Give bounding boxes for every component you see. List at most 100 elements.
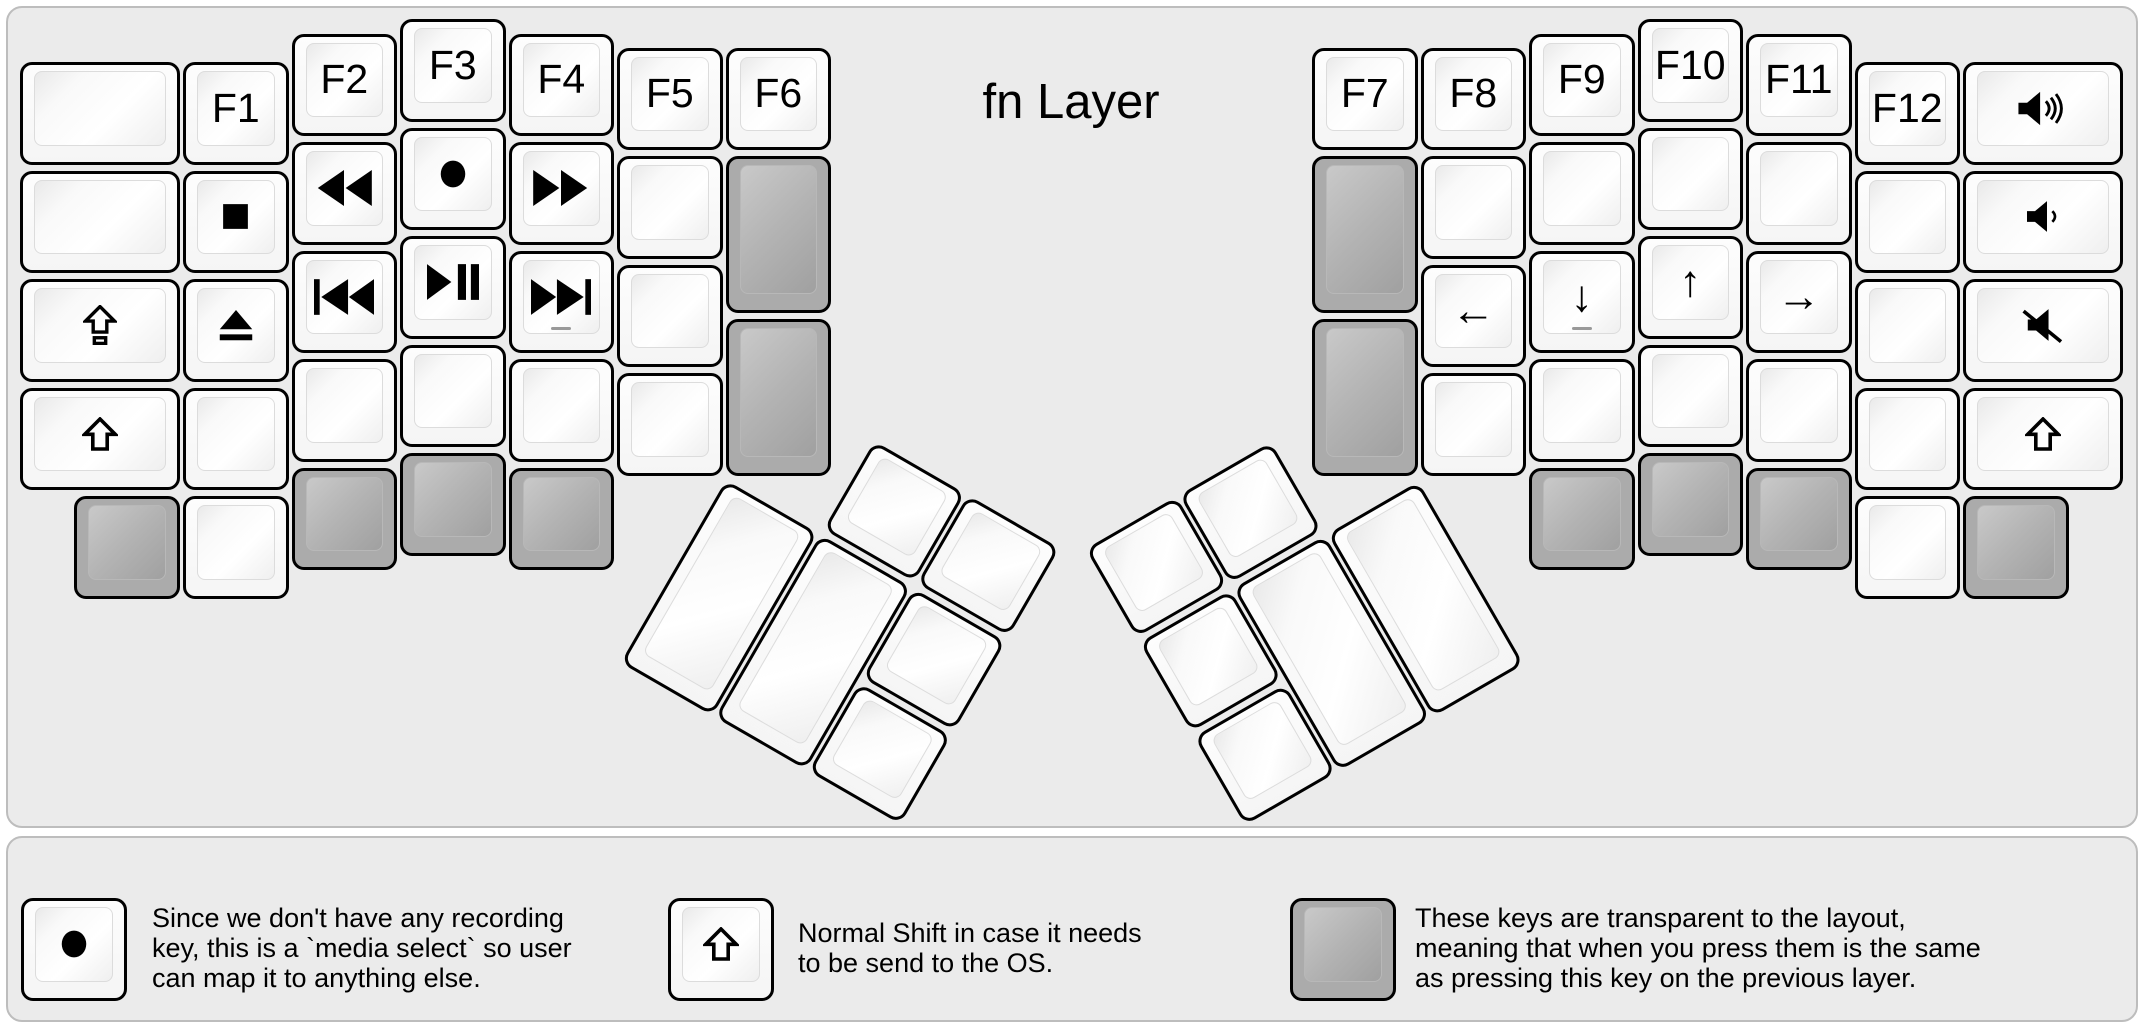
keycap-top: ↓ bbox=[1543, 259, 1621, 334]
voldown-icon bbox=[2019, 200, 2067, 233]
key-blank[interactable] bbox=[291, 359, 397, 462]
key-blank[interactable] bbox=[1637, 344, 1743, 447]
key-record[interactable] bbox=[400, 127, 506, 230]
key-f6[interactable]: F6 bbox=[725, 47, 831, 150]
keycap-top bbox=[1977, 288, 2109, 363]
ff-icon bbox=[533, 170, 589, 207]
keycap-top bbox=[1977, 179, 2109, 254]
key-blank[interactable] bbox=[508, 359, 614, 462]
key-blank[interactable] bbox=[617, 264, 723, 367]
key-blank[interactable] bbox=[1854, 496, 1960, 599]
key-label: F10 bbox=[1654, 41, 1726, 88]
key-blank[interactable] bbox=[1854, 279, 1960, 382]
key-blank[interactable] bbox=[20, 170, 180, 273]
keycap-top: → bbox=[1760, 259, 1838, 334]
key-next[interactable] bbox=[508, 250, 614, 353]
key-prev[interactable] bbox=[291, 250, 397, 353]
key-blank[interactable] bbox=[1854, 387, 1960, 490]
layer-title: fn Layer bbox=[982, 75, 1160, 129]
keycap-top bbox=[34, 288, 166, 363]
playpause-icon bbox=[426, 264, 479, 301]
key-blank[interactable] bbox=[183, 496, 289, 599]
key-blank[interactable] bbox=[1637, 453, 1743, 556]
key-blank[interactable] bbox=[1420, 156, 1526, 259]
key-blank[interactable] bbox=[1529, 359, 1635, 462]
key-adown[interactable]: ↓ bbox=[1529, 250, 1635, 353]
key-f2[interactable]: F2 bbox=[291, 33, 397, 136]
keycap-top bbox=[1543, 476, 1621, 551]
key-ff[interactable] bbox=[508, 142, 614, 245]
keycap-top bbox=[305, 368, 383, 443]
rewind-icon bbox=[316, 170, 373, 207]
keycap-top bbox=[522, 151, 600, 226]
key-volup[interactable] bbox=[1963, 62, 2123, 165]
key-label: F3 bbox=[428, 41, 477, 88]
key-f1[interactable]: F1 bbox=[183, 62, 289, 165]
keycap-top bbox=[197, 505, 275, 580]
key-blank[interactable] bbox=[20, 62, 180, 165]
key-blank[interactable] bbox=[1637, 127, 1743, 230]
key-blank[interactable] bbox=[617, 373, 723, 476]
keycap-top: F7 bbox=[1326, 56, 1404, 131]
key-aup[interactable]: ↑ bbox=[1637, 236, 1743, 339]
key-blank[interactable] bbox=[725, 318, 831, 476]
key-rewind[interactable] bbox=[291, 142, 397, 245]
keycap-top bbox=[1868, 179, 1946, 254]
key-playpause[interactable] bbox=[400, 236, 506, 339]
key-blank[interactable] bbox=[1746, 467, 1852, 570]
key-blank[interactable] bbox=[1746, 142, 1852, 245]
key-f8[interactable]: F8 bbox=[1420, 47, 1526, 150]
key-f10[interactable]: F10 bbox=[1637, 19, 1743, 122]
key-blank[interactable] bbox=[1312, 318, 1418, 476]
key-f11[interactable]: F11 bbox=[1746, 33, 1852, 136]
key-shift[interactable] bbox=[1963, 387, 2123, 490]
key-record bbox=[21, 898, 127, 1001]
key-shift bbox=[668, 898, 774, 1001]
key-blank[interactable] bbox=[508, 467, 614, 570]
key-stop[interactable] bbox=[183, 170, 289, 273]
key-label: F6 bbox=[754, 70, 803, 117]
key-f12[interactable]: F12 bbox=[1854, 62, 1960, 165]
key-blank[interactable] bbox=[725, 156, 831, 313]
key-caps[interactable] bbox=[20, 279, 180, 382]
key-mute[interactable] bbox=[1963, 279, 2123, 382]
key-f9[interactable]: F9 bbox=[1529, 33, 1635, 136]
key-blank[interactable] bbox=[183, 387, 289, 490]
key-f3[interactable]: F3 bbox=[400, 19, 506, 122]
key-label: F12 bbox=[1871, 84, 1943, 131]
key-f7[interactable]: F7 bbox=[1312, 47, 1418, 150]
key-f4[interactable]: F4 bbox=[508, 33, 614, 136]
key-f5[interactable]: F5 bbox=[617, 47, 723, 150]
keycap-top bbox=[1760, 476, 1838, 551]
key-eject[interactable] bbox=[183, 279, 289, 382]
record-icon bbox=[60, 930, 88, 958]
key-aleft[interactable]: ← bbox=[1420, 264, 1526, 367]
key-blank[interactable] bbox=[400, 453, 506, 556]
keycap-top bbox=[1868, 288, 1946, 363]
key-blank[interactable] bbox=[1529, 467, 1635, 570]
keycap-top: ↑ bbox=[1651, 245, 1729, 320]
keycap-top bbox=[1651, 136, 1729, 211]
key-blank[interactable] bbox=[617, 156, 723, 259]
key-aright[interactable]: → bbox=[1746, 250, 1852, 353]
keycap-top bbox=[197, 288, 275, 363]
aup-icon: ↑ bbox=[1679, 257, 1702, 307]
keycap-top: F11 bbox=[1760, 42, 1838, 117]
key-blank[interactable] bbox=[400, 344, 506, 447]
key-voldown[interactable] bbox=[1963, 170, 2123, 273]
key-blank[interactable] bbox=[1529, 142, 1635, 245]
key-blank[interactable] bbox=[74, 496, 180, 599]
eject-icon bbox=[218, 309, 254, 341]
key-blank[interactable] bbox=[1854, 170, 1960, 273]
key-blank[interactable] bbox=[1963, 496, 2069, 599]
key-blank[interactable] bbox=[1420, 373, 1526, 476]
keycap-top bbox=[305, 259, 383, 334]
keycap-top: F2 bbox=[305, 42, 383, 117]
stop-icon bbox=[222, 203, 249, 230]
key-shift[interactable] bbox=[20, 387, 180, 490]
keycap-top bbox=[34, 396, 166, 471]
key-blank[interactable] bbox=[1746, 359, 1852, 462]
key-blank[interactable] bbox=[1312, 156, 1418, 313]
key-blank[interactable] bbox=[291, 467, 397, 570]
keycap-top bbox=[522, 259, 600, 334]
